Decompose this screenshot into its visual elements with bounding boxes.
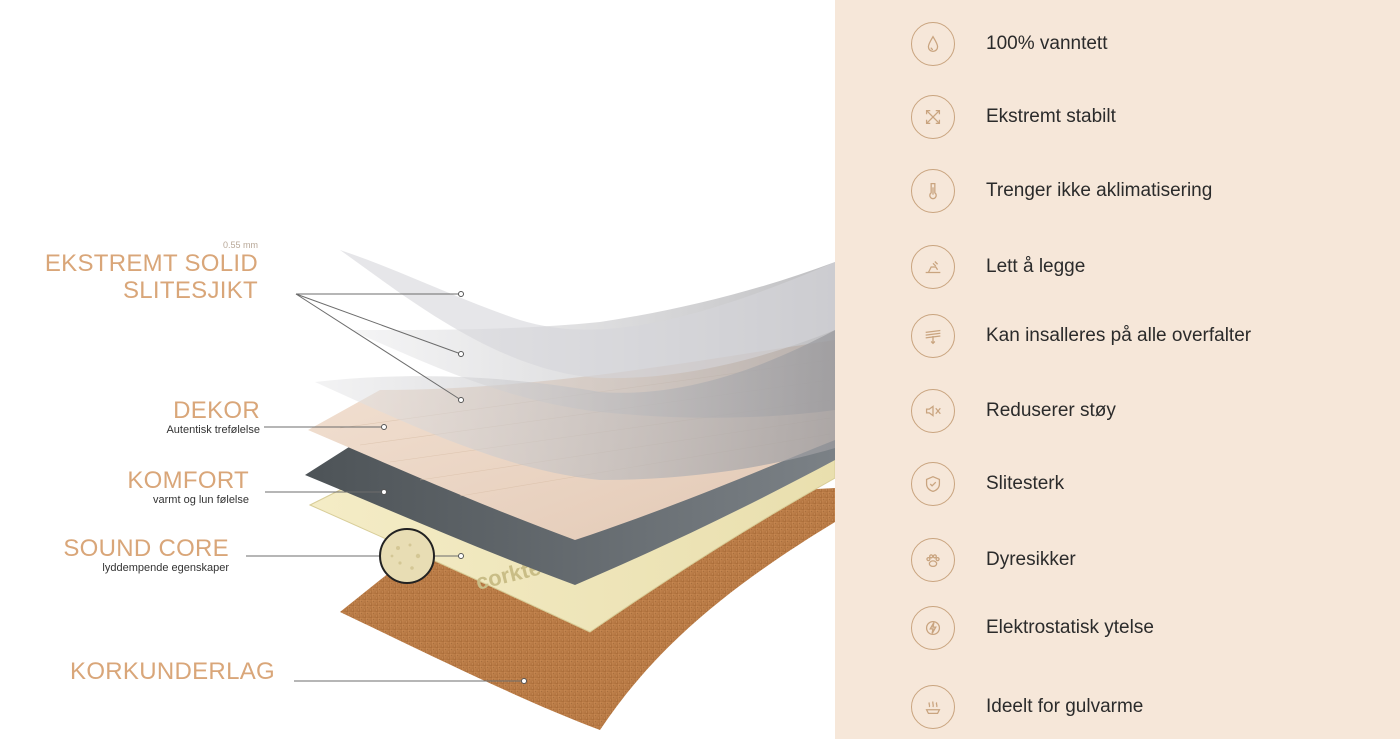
layer-diagram: corktec xyxy=(45,240,836,730)
wear-title-line2: SLITESJIKT xyxy=(122,277,258,304)
feature-item: Ideelt for gulvarme xyxy=(911,683,1143,731)
cork-title: KORKUNDERLAG xyxy=(70,658,275,685)
feature-item: Trenger ikke aklimatisering xyxy=(911,167,1212,215)
feature-label: Dyresikker xyxy=(986,549,1076,570)
feature-item: Slitesterk xyxy=(911,460,1064,508)
feature-label: Ideelt for gulvarme xyxy=(986,696,1144,717)
feature-item: 100% vanntett xyxy=(911,20,1107,68)
thermometer-icon xyxy=(911,169,955,213)
wear-layer-1 xyxy=(340,250,835,379)
hand-install-icon xyxy=(911,245,955,289)
layer-label-decor: DEKOR Autentisk trefølelse xyxy=(166,397,260,437)
lightning-icon xyxy=(911,606,955,650)
layer-label-sound-core: SOUND CORE lyddempende egenskaper xyxy=(63,535,229,575)
comfort-subtitle: varmt og lun følelse xyxy=(153,494,249,506)
cross-arrows-icon xyxy=(911,95,955,139)
feature-panel: 100% vanntett Ekstremt stabilt Trenger i… xyxy=(835,0,1400,739)
feature-item: Dyresikker xyxy=(911,536,1076,584)
feature-label: 100% vanntett xyxy=(986,33,1108,54)
sound-core-magnifier xyxy=(379,528,435,584)
feature-item: Kan insalleres på alle overfalter xyxy=(911,312,1251,360)
shield-check-icon xyxy=(911,462,955,506)
feature-item: Ekstremt stabilt xyxy=(911,93,1116,141)
floor-heating-icon xyxy=(911,685,955,729)
wear-title-line1: EKSTREMT SOLID xyxy=(44,250,258,277)
layer-label-comfort: KOMFORT varmt og lun følelse xyxy=(127,467,249,507)
layer-label-wear: 0.55 mm EKSTREMT SOLID SLITESJIKT xyxy=(45,240,258,304)
layer-label-cork: KORKUNDERLAG xyxy=(70,658,275,685)
sound-core-title: SOUND CORE xyxy=(63,535,229,562)
comfort-title: KOMFORT xyxy=(127,467,249,494)
feature-label: Lett å legge xyxy=(986,256,1086,277)
surface-layers-icon xyxy=(911,314,955,358)
feature-label: Ekstremt stabilt xyxy=(986,106,1116,127)
decor-subtitle: Autentisk trefølelse xyxy=(166,424,260,436)
wear-thickness: 0.55 mm xyxy=(222,240,258,250)
feature-item: Reduserer støy xyxy=(911,387,1116,435)
feature-label: Trenger ikke aklimatisering xyxy=(986,180,1213,201)
sound-core-subtitle: lyddempende egenskaper xyxy=(102,562,229,574)
layer-illustration: corktec xyxy=(246,250,836,730)
feature-label: Reduserer støy xyxy=(986,400,1116,421)
paw-icon xyxy=(911,538,955,582)
feature-item: Elektrostatisk ytelse xyxy=(911,604,1154,652)
speaker-mute-icon xyxy=(911,389,955,433)
feature-label: Elektrostatisk ytelse xyxy=(986,617,1154,638)
feature-label: Kan insalleres på alle overfalter xyxy=(986,325,1252,346)
decor-title: DEKOR xyxy=(173,397,260,424)
feature-item: Lett å legge xyxy=(911,243,1085,291)
feature-label: Slitesterk xyxy=(986,473,1065,494)
water-drop-icon xyxy=(911,22,955,66)
